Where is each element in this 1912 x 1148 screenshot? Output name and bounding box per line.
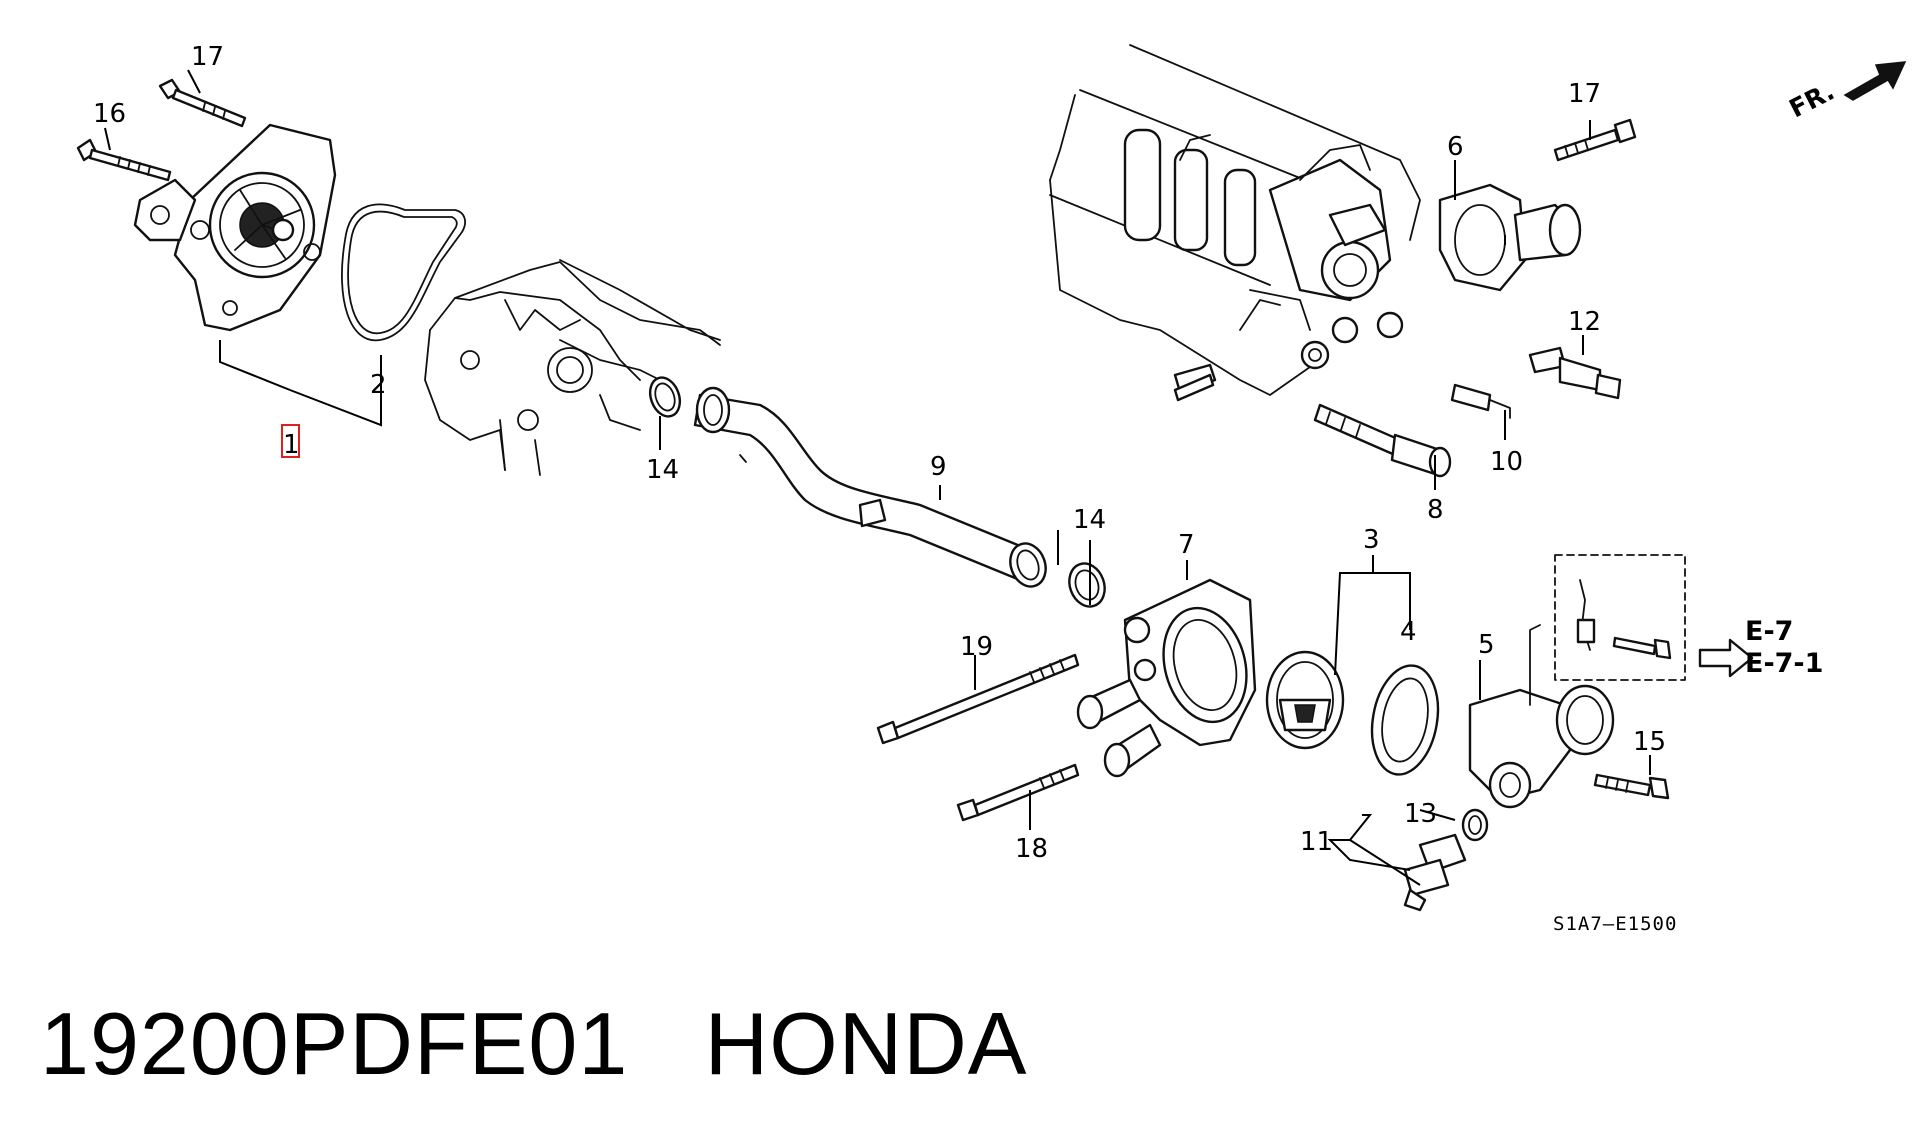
callout-14b: 14	[1073, 505, 1106, 535]
callout-4: 4	[1400, 617, 1417, 647]
callout-8: 8	[1427, 495, 1444, 525]
cylinder-head-illustration	[1049, 44, 1421, 396]
pump-gasket-part	[341, 203, 466, 342]
front-direction-indicator: FR.	[1785, 61, 1907, 123]
callout-17a: 17	[191, 42, 224, 72]
diagram-reference-code: S1A7–E1500	[1553, 913, 1677, 935]
water-pump-part	[133, 123, 337, 332]
stud-left-part	[1173, 373, 1215, 402]
callout-11: 11	[1300, 827, 1333, 857]
connecting-pipe-part	[693, 386, 1047, 588]
thermostat-gasket-part	[1370, 664, 1440, 776]
highlighted-callout-box	[281, 424, 300, 458]
bolt-19-part	[876, 653, 1080, 745]
washer-13-part	[1461, 808, 1489, 842]
brand-name: HONDA	[704, 994, 1028, 1093]
water-outlet-6-part	[1438, 183, 1582, 292]
front-direction-label: FR.	[1785, 76, 1839, 123]
clip-bracket-detail	[1529, 554, 1686, 706]
callout-3: 3	[1363, 525, 1380, 555]
continuation-ref-2: E-7-1	[1745, 648, 1823, 679]
callout-2: 2	[370, 370, 387, 400]
bolt-17b-part	[1553, 118, 1637, 162]
callout-13: 13	[1404, 799, 1437, 829]
callout-18: 18	[1015, 834, 1048, 864]
part-number: 19200PDFE01	[40, 994, 629, 1093]
callout-6: 6	[1447, 132, 1464, 162]
callout-labels: 1 2 3 4 5 6 7 8 9 10 11 12 13 14 14 15 1…	[93, 42, 1666, 864]
continuation-ref-1: E-7	[1745, 616, 1793, 647]
bolt-17-part	[158, 78, 247, 128]
callout-15: 15	[1633, 727, 1666, 757]
sensor-10-part	[1450, 383, 1511, 419]
callout-5: 5	[1478, 630, 1495, 660]
bolt-15-part	[1593, 773, 1670, 800]
callout-12: 12	[1568, 307, 1601, 337]
o-ring-14b-part	[1068, 562, 1106, 608]
callout-9: 9	[930, 452, 947, 482]
bolt-18-part	[956, 763, 1080, 822]
continuation-arrow-icon	[1698, 638, 1754, 678]
o-ring-14a-part	[648, 376, 682, 418]
callout-1: 1	[283, 430, 300, 460]
engine-block-illustration	[424, 259, 721, 476]
front-arrow-icon	[1843, 61, 1907, 101]
callout-10: 10	[1490, 447, 1523, 477]
thermostat-part	[1265, 650, 1345, 750]
thermostat-housing-part	[1076, 578, 1257, 778]
callout-7: 7	[1178, 530, 1195, 560]
callout-16: 16	[93, 99, 126, 129]
callout-14a: 14	[646, 455, 679, 485]
callout-17b: 17	[1568, 79, 1601, 109]
stud-8-part	[1313, 403, 1452, 478]
part-caption: 19200PDFE01 HONDA	[40, 1000, 1027, 1088]
callout-19: 19	[960, 632, 993, 662]
sensor-12-part	[1528, 346, 1622, 400]
leader-lines	[104, 69, 1651, 886]
sensor-11-part	[1403, 833, 1467, 912]
thermostat-cover-part	[1468, 684, 1615, 809]
bolt-16-part	[76, 138, 172, 182]
